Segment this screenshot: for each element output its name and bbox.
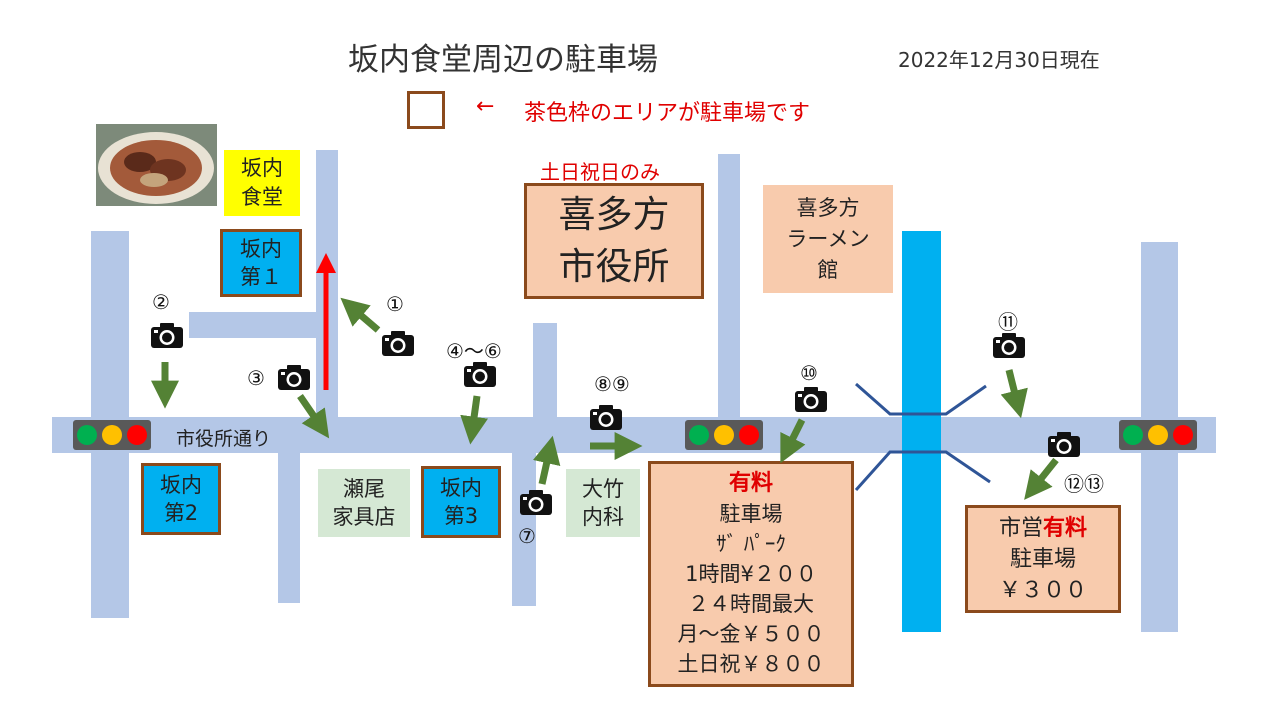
photo-point-11: ⑪	[998, 310, 1018, 334]
parking-lot-3-line2: 第3	[443, 504, 479, 528]
parking-lot-2-line2: 第2	[163, 501, 199, 525]
road-center-south	[512, 453, 536, 606]
ramen-hall-line3: 館	[817, 257, 839, 282]
restaurant-line1: 坂内	[241, 156, 283, 180]
landmark-ramen-hall: 喜多方 ラーメン 館	[763, 185, 893, 293]
parking-lot-2-line1: 坂内	[160, 473, 202, 497]
traffic-light-icon	[684, 419, 764, 455]
traffic-light-icon	[1118, 419, 1198, 455]
arrow-point-1	[340, 297, 381, 333]
camera-icon	[993, 333, 1025, 358]
municipal-highlight: 有料	[1043, 515, 1088, 541]
road-center	[533, 323, 557, 453]
city-hall-line2: 市役所	[558, 245, 670, 288]
restaurant-line2: 食堂	[241, 185, 283, 209]
legend-swatch	[407, 91, 445, 129]
parking-municipal[interactable]: 市営有料 駐車場 ￥３００	[965, 505, 1121, 613]
municipal-prefix: 市営	[998, 515, 1043, 541]
paid-line3: 1時間¥２００	[685, 562, 817, 586]
photo-point-1: ①	[386, 292, 404, 316]
photo-point-3: ③	[247, 366, 265, 390]
photo-point-4-6: ④～⑥	[446, 339, 502, 363]
camera-icon	[1048, 432, 1080, 457]
parking-lot-1-line1: 坂内	[240, 237, 282, 261]
legend-arrow: ←	[476, 94, 495, 119]
paid-line5: 月～金￥５００	[677, 622, 825, 646]
camera-icon	[520, 490, 552, 515]
parking-lot-3-line1: 坂内	[440, 476, 482, 500]
paid-title: 有料	[728, 471, 773, 496]
parking-paid-the-park[interactable]: 有料 駐車場 ｻﾞ ﾊﾟｰｸ 1時間¥２００ ２４時間最大 月～金￥５００ 土日…	[648, 461, 854, 687]
parking-lot-3[interactable]: 坂内 第3	[421, 466, 501, 538]
paid-line1: 駐車場	[719, 502, 783, 526]
furniture-line1: 瀬尾	[343, 477, 385, 501]
paid-line4: ２４時間最大	[688, 592, 814, 616]
parking-lot-1[interactable]: 坂内 第１	[220, 229, 302, 297]
camera-icon	[382, 331, 414, 356]
camera-icon	[464, 362, 496, 387]
municipal-title: 市営有料	[999, 513, 1087, 544]
weekend-note: 土日祝日のみ	[540, 160, 660, 184]
clinic-line1: 大竹	[582, 477, 624, 501]
parking-city-hall[interactable]: 喜多方 市役所	[524, 183, 704, 299]
paid-line6: 土日祝￥８００	[677, 652, 825, 676]
river	[902, 231, 941, 632]
date-label: 2022年12月30日現在	[898, 48, 1100, 72]
paid-line2: ｻﾞ ﾊﾟｰｸ	[716, 532, 786, 556]
landmark-clinic: 大竹 内科	[566, 469, 640, 537]
bridge	[854, 382, 991, 492]
camera-icon	[590, 405, 622, 430]
road-restaurant-branch	[189, 312, 319, 338]
road-furniture	[278, 453, 300, 603]
municipal-line1: 駐車場	[1009, 546, 1076, 572]
traffic-light-icon	[72, 419, 152, 455]
arrow-point-4-6	[460, 395, 488, 445]
parking-lot-2[interactable]: 坂内 第2	[141, 463, 221, 535]
camera-icon	[278, 365, 310, 390]
photo-point-12-13: ⑫⑬	[1064, 472, 1104, 496]
restaurant-label: 坂内 食堂	[224, 150, 300, 216]
clinic-line2: 内科	[582, 505, 624, 529]
photo-point-2: ②	[152, 290, 170, 314]
camera-icon	[795, 387, 827, 412]
street-label: 市役所通り	[176, 428, 272, 450]
camera-icon	[151, 323, 183, 348]
page-title: 坂内食堂周辺の駐車場	[348, 42, 658, 78]
food-photo	[96, 124, 217, 206]
photo-point-7: ⑦	[518, 524, 536, 548]
photo-point-8-9: ⑧⑨	[594, 372, 630, 396]
ramen-hall-line1: 喜多方	[796, 195, 860, 220]
arrow-point-10	[780, 418, 806, 464]
landmark-furniture: 瀬尾 家具店	[318, 469, 410, 537]
municipal-line2: ￥３００	[998, 577, 1087, 603]
ramen-hall-line2: ラーメン	[786, 226, 870, 251]
arrow-point-3	[297, 394, 330, 439]
road-cityhall	[718, 154, 740, 417]
furniture-line2: 家具店	[332, 505, 396, 529]
parking-lot-1-line2: 第１	[240, 265, 282, 289]
arrow-point-12-13	[1024, 457, 1059, 500]
legend-text: 茶色枠のエリアが駐車場です	[524, 101, 811, 126]
arrow-point-11	[1000, 369, 1028, 419]
photo-point-10: ⑩	[800, 361, 818, 385]
arrow-point-7	[532, 435, 561, 485]
city-hall-line1: 喜多方	[558, 193, 670, 236]
